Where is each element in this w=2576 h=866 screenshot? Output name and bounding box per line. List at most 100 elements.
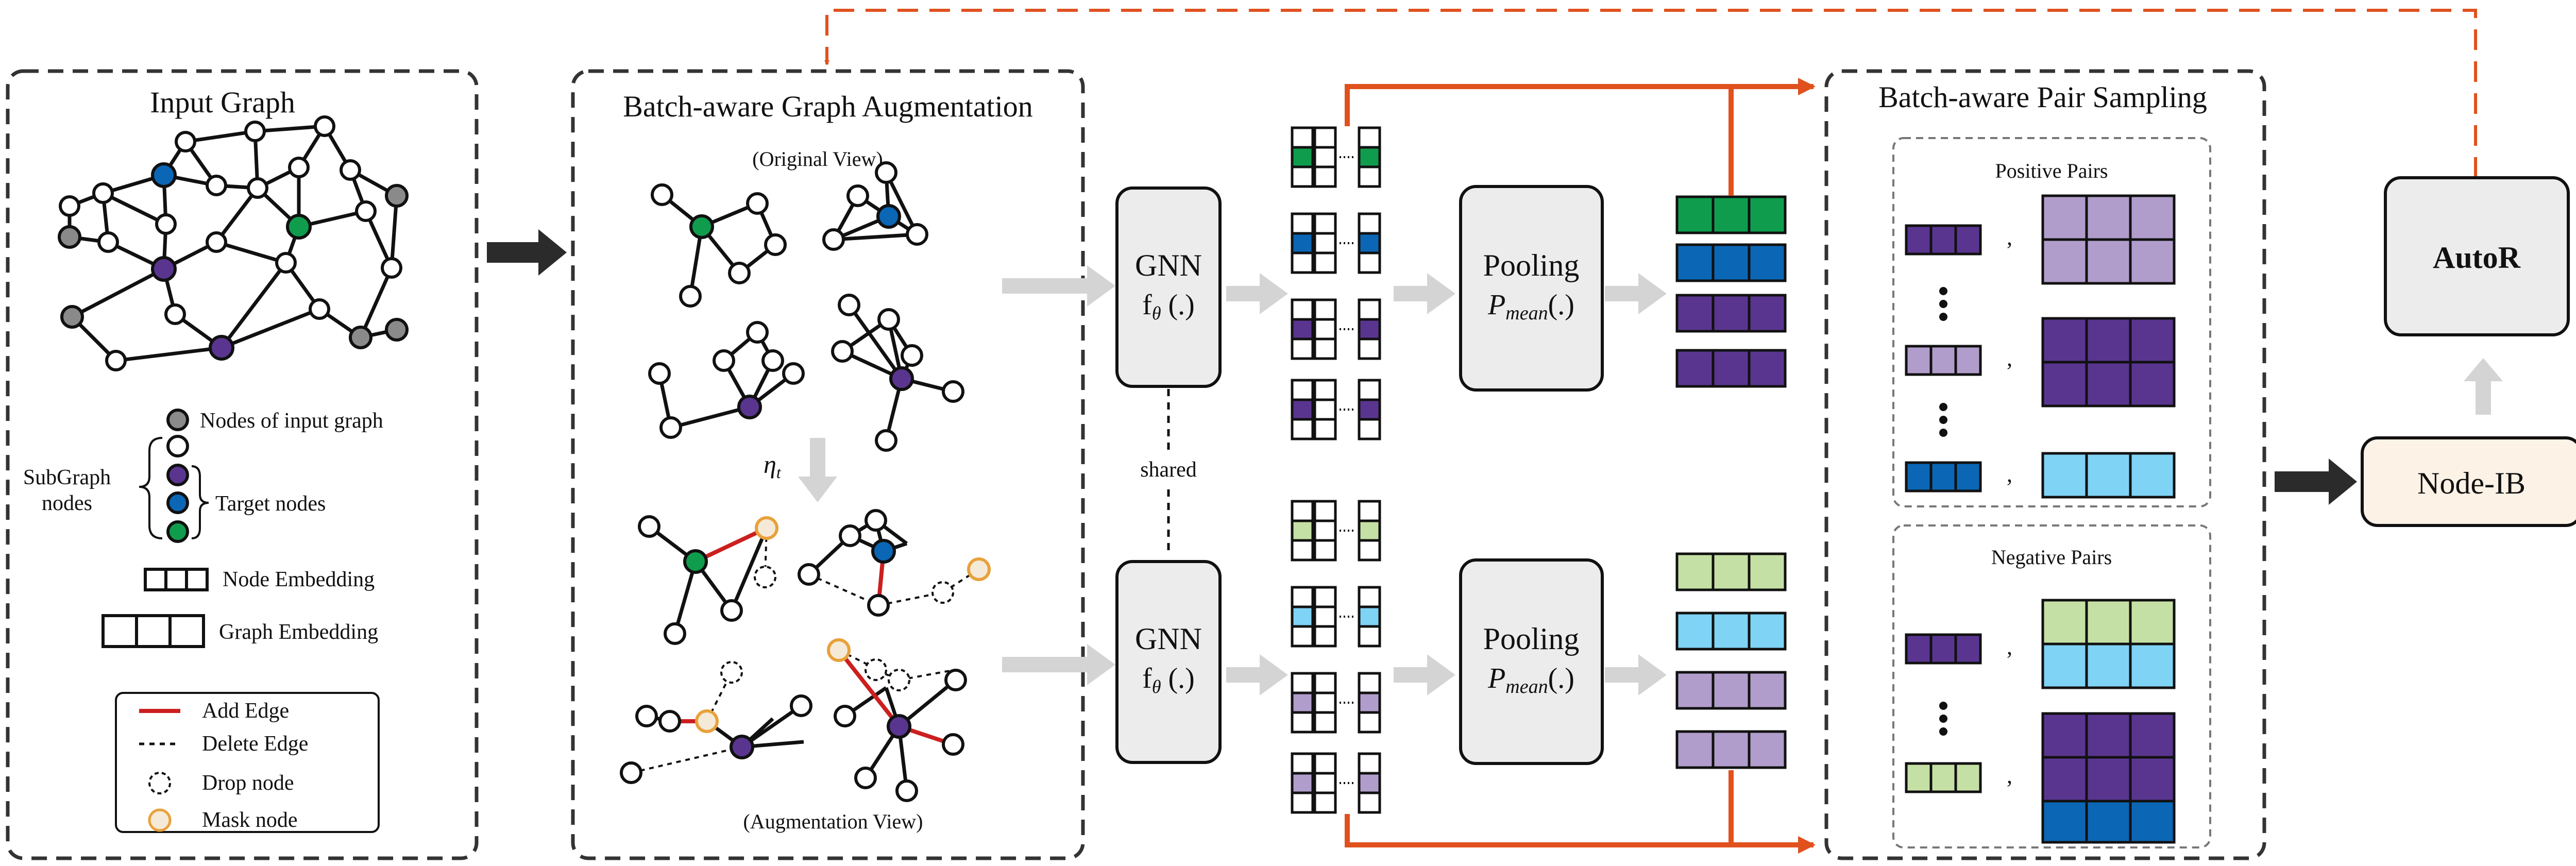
nodeib-to-autor-arrow <box>2464 358 2503 415</box>
legend-green-node <box>166 520 189 543</box>
pooling-top-name: Pooling <box>1483 248 1580 282</box>
graph-node <box>155 213 177 235</box>
legend-graph-embedding-icon <box>101 614 205 648</box>
legend-purple-node <box>166 464 189 486</box>
pooling-bottom-func: Pmean(.) <box>1487 663 1574 698</box>
legend-node-embedding-label: Node Embedding <box>223 568 375 591</box>
graph-node <box>340 159 361 181</box>
node-embeddings-top <box>1291 126 1381 440</box>
graph-node <box>58 225 81 249</box>
graph-embeddings-bottom <box>1675 552 1787 769</box>
graph-node <box>92 182 114 204</box>
graph-node <box>206 175 227 196</box>
positive-pair-rows <box>1905 194 2176 499</box>
nodeib-label: Node-IB <box>2417 466 2526 500</box>
node-legend: Nodes of input graph SubGraph nodes Targ… <box>23 409 383 833</box>
augmentation-title: Batch-aware Graph Augmentation <box>623 90 1033 123</box>
graph-node <box>247 177 268 199</box>
graph-node <box>381 257 402 279</box>
subgraph-brace <box>139 437 163 539</box>
graph-node <box>286 214 312 240</box>
positive-comma-2: , <box>2007 346 2012 371</box>
shared-label: shared <box>1140 458 1197 482</box>
pooling-top-func: Pmean(.) <box>1487 289 1574 324</box>
graph-node <box>275 252 297 274</box>
gnn-top-name: GNN <box>1135 248 1202 282</box>
gnn-bottom-name: GNN <box>1135 622 1202 656</box>
positive-comma-1: , <box>2007 225 2012 250</box>
nodeib-box <box>2361 436 2576 527</box>
graph-node <box>349 326 372 349</box>
graph-node <box>175 131 196 152</box>
graph-node <box>314 115 335 137</box>
node-embeddings-bottom <box>1291 500 1381 814</box>
original-subgraph-nodes <box>648 161 964 452</box>
pooling-bottom: Pooling Pmean(.) <box>1459 558 1604 765</box>
input-to-augmentation-arrow <box>487 229 567 276</box>
positive-comma-3: , <box>2007 462 2012 487</box>
legend-subgraph-label-2: nodes <box>42 491 92 515</box>
gnn-encoder-bottom: GNN fθ (.) <box>1115 560 1222 764</box>
graph-node <box>355 200 377 222</box>
negative-comma-2: , <box>2007 763 2012 788</box>
add-edge-label: Add Edge <box>202 699 289 723</box>
graph-node <box>385 318 409 342</box>
legend-subgraph-label-1: SubGraph <box>23 466 111 489</box>
legend-input-nodes-label: Nodes of input graph <box>200 409 383 433</box>
negative-pair-rows <box>1905 599 2176 844</box>
augmentation-view-label: (Augmentation View) <box>743 810 923 833</box>
gnn-top-func: fθ (.) <box>1142 289 1195 324</box>
negative-pairs-title: Negative Pairs <box>1991 546 2112 569</box>
pair-sampling-title: Batch-aware Pair Sampling <box>1878 80 2207 114</box>
augmented-subgraph-nodes <box>620 509 991 802</box>
sampling-to-nodeib-arrow <box>2275 459 2357 505</box>
augmentation-panel <box>571 69 1085 860</box>
original-subgraphs <box>657 172 954 441</box>
legend-target-nodes-label: Target nodes <box>215 492 326 516</box>
flow-arrows <box>1002 265 2503 695</box>
positive-pairs-title: Positive Pairs <box>1995 159 2108 182</box>
input-graph-nodes <box>58 115 409 371</box>
graph-embeddings-top <box>1675 195 1787 388</box>
legend-grey-node <box>166 409 189 431</box>
negative-comma-1: , <box>2007 634 2012 659</box>
pair-sampling-panel <box>1824 69 2266 860</box>
eta-down-arrow <box>798 438 837 502</box>
legend-blue-node <box>166 491 189 514</box>
drop-node-icon <box>148 772 171 794</box>
legend-white-node <box>166 435 189 457</box>
graph-node <box>151 162 177 188</box>
pooling-bottom-name: Pooling <box>1483 622 1580 656</box>
graph-node <box>164 303 186 325</box>
autor-feedback-dashed-arrow <box>824 9 2477 178</box>
graph-node <box>209 335 234 361</box>
autor-box <box>2384 176 2570 336</box>
input-graph-panel <box>6 69 479 860</box>
graph-node <box>59 195 80 217</box>
graph-node <box>244 121 266 142</box>
eta-label: ηt <box>764 450 782 482</box>
graph-node <box>206 231 227 253</box>
embedding-ellipsis-dots <box>1340 156 1355 784</box>
original-view-label: (Original View) <box>752 147 883 171</box>
delete-edge-label: Delete Edge <box>202 732 308 756</box>
input-graph-title: Input Graph <box>150 86 295 119</box>
target-brace <box>191 465 209 539</box>
drop-node-label: Drop node <box>202 771 294 795</box>
legend-node-embedding-icon <box>144 568 209 591</box>
graph-node <box>309 298 330 320</box>
graph-node <box>151 256 177 282</box>
graph-node <box>105 350 127 371</box>
mask-node-label: Mask node <box>202 808 297 832</box>
positive-vertical-ellipsis <box>1939 287 1947 437</box>
graph-node <box>97 231 119 253</box>
pooling-top: Pooling Pmean(.) <box>1459 185 1604 392</box>
edit-legend-box <box>115 692 380 833</box>
graph-node <box>288 157 310 178</box>
autor-label: AutoR <box>2433 241 2521 275</box>
gnn-bottom-func: fθ (.) <box>1142 663 1195 697</box>
negative-vertical-ellipsis <box>1939 702 1947 736</box>
graph-node <box>385 184 409 208</box>
legend-graph-embedding-label: Graph Embedding <box>219 620 378 644</box>
